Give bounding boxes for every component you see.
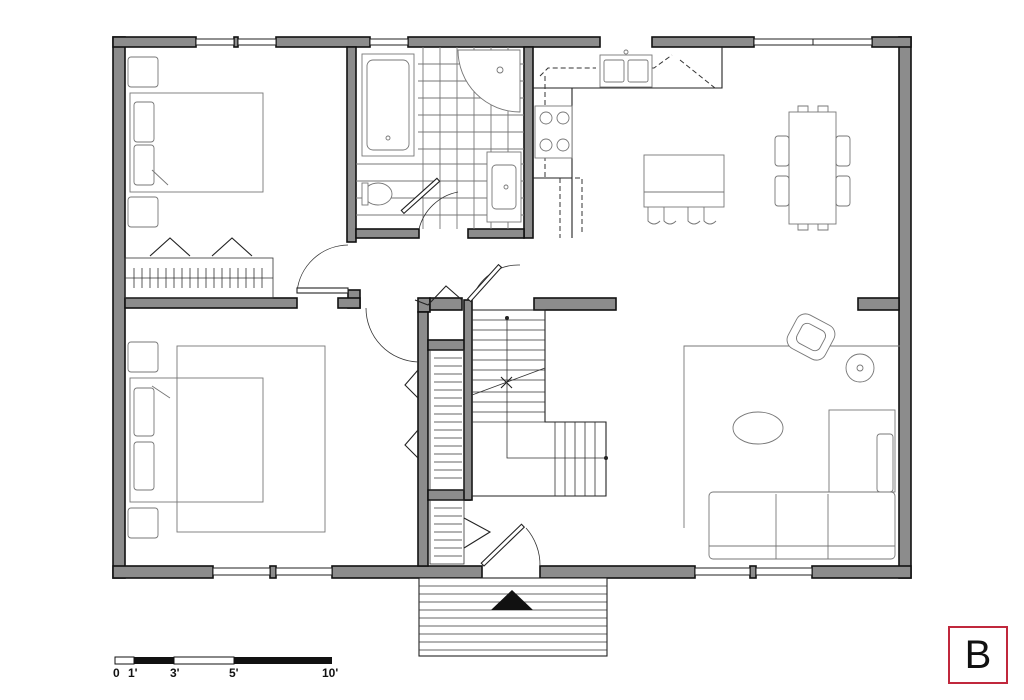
sink-icon bbox=[599, 49, 653, 88]
scale-tick-10: 10' bbox=[322, 666, 338, 680]
entry bbox=[418, 523, 608, 657]
dining-table bbox=[774, 105, 851, 231]
plan-label: B bbox=[964, 633, 992, 677]
stairs bbox=[471, 309, 608, 497]
hall-closets bbox=[365, 263, 521, 565]
kitchen bbox=[533, 47, 851, 238]
interior-walls bbox=[124, 46, 900, 567]
bedroom-door bbox=[296, 244, 349, 294]
bedroom-bottom bbox=[127, 341, 326, 539]
windows bbox=[195, 38, 873, 576]
bedroom-top bbox=[124, 56, 274, 299]
entry-arrow-icon bbox=[491, 590, 533, 610]
plan-label-box: B bbox=[948, 626, 1008, 684]
bathroom bbox=[356, 47, 524, 230]
exterior-walls bbox=[112, 36, 912, 579]
closet-hangers-top bbox=[125, 268, 273, 288]
scale-tick-5: 5' bbox=[229, 666, 239, 680]
scale-tick-1: 1' bbox=[128, 666, 138, 680]
living-room bbox=[683, 313, 900, 560]
sofa bbox=[708, 491, 896, 560]
scale-tick-0: 0 bbox=[113, 666, 120, 680]
scale-bar: 0 1' 3' 5' 10' bbox=[113, 656, 338, 680]
cooktop-icon bbox=[534, 105, 573, 159]
scale-tick-3: 3' bbox=[170, 666, 180, 680]
armchair-icon bbox=[786, 313, 836, 361]
